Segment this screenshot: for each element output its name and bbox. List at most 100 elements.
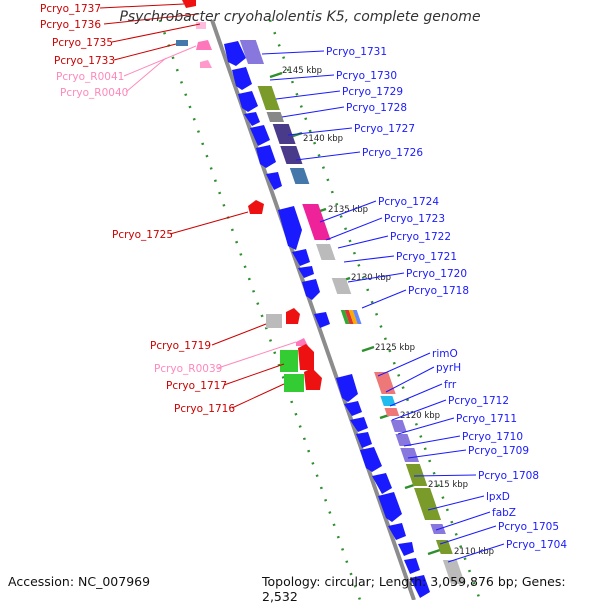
gene-label[interactable]: Pcryo_1729 xyxy=(342,86,403,98)
gene-label[interactable]: fabZ xyxy=(492,507,516,519)
gene-label[interactable]: Pcryo_1718 xyxy=(408,285,469,297)
gene-label[interactable]: lpxD xyxy=(486,491,510,503)
gene-arrow[interactable] xyxy=(302,279,320,300)
forward-strand-genes xyxy=(224,41,430,598)
gene-block-magenta[interactable] xyxy=(302,204,331,240)
gene-block-multicolor[interactable] xyxy=(352,310,362,324)
cog-blocks xyxy=(239,40,466,584)
gene-block-multicolor[interactable] xyxy=(340,310,350,324)
gene-arrow[interactable] xyxy=(244,112,260,126)
kbp-label: 2145 kbp xyxy=(282,66,322,76)
gene-block-multicolor[interactable] xyxy=(344,310,354,324)
gene-label[interactable]: Pcryo_1710 xyxy=(462,431,523,443)
gene-arrow[interactable] xyxy=(372,473,392,494)
gene-label[interactable]: Pcryo_1705 xyxy=(498,521,559,533)
gene-arrow[interactable] xyxy=(292,249,310,266)
gene-label[interactable]: Pcryo_1736 xyxy=(40,19,101,31)
gene-block-darkpurple[interactable] xyxy=(280,146,303,164)
gene-label[interactable]: Pcryo_R0041 xyxy=(56,71,124,83)
gene-block-gray[interactable] xyxy=(266,112,285,122)
gene-arrow[interactable] xyxy=(344,401,362,416)
gene-arrow-reverse[interactable] xyxy=(248,200,264,214)
gene-arrow[interactable] xyxy=(232,67,252,90)
gene-arrow[interactable] xyxy=(250,125,270,146)
gene-label[interactable]: Pcryo_1737 xyxy=(40,3,101,15)
gene-label[interactable]: Pcryo_1722 xyxy=(390,231,451,243)
gene-block-olive[interactable] xyxy=(257,86,280,110)
gene-arrow[interactable] xyxy=(404,558,420,574)
gene-label[interactable]: Pcryo_1725 xyxy=(112,229,173,241)
gene-arrow[interactable] xyxy=(238,91,258,112)
gene-label[interactable]: Pcryo_1720 xyxy=(406,268,467,280)
gene-label[interactable]: Pcryo_1709 xyxy=(468,445,529,457)
gene-block-multicolor[interactable] xyxy=(348,310,358,324)
gene-arrow-reverse[interactable] xyxy=(304,368,322,390)
gene-arrow[interactable] xyxy=(360,447,382,472)
gene-arrow[interactable] xyxy=(350,417,368,432)
gene-label[interactable]: Pcryo_R0039 xyxy=(154,363,222,375)
gene-arrow[interactable] xyxy=(298,266,314,278)
gene-arrow-reverse[interactable] xyxy=(286,308,300,324)
gene-arrow[interactable] xyxy=(356,432,372,448)
gene-label[interactable]: Pcryo_1726 xyxy=(362,147,423,159)
gene-label[interactable]: frr xyxy=(444,379,457,391)
kbp-label: 2125 kbp xyxy=(375,343,415,353)
gene-block-lightgray[interactable] xyxy=(442,560,466,584)
rna-arrow[interactable] xyxy=(200,60,212,68)
rna-arrow[interactable] xyxy=(196,40,212,50)
gene-arrow[interactable] xyxy=(388,523,406,540)
gene-arrow[interactable] xyxy=(314,312,330,328)
gene-label[interactable]: Pcryo_1724 xyxy=(378,196,439,208)
gene-block-purple[interactable] xyxy=(400,448,420,462)
rna-arrow[interactable] xyxy=(296,338,308,346)
gene-block-green[interactable] xyxy=(284,374,304,392)
gene-label[interactable]: Pcryo_R0040 xyxy=(60,87,128,99)
gene-label[interactable]: Pcryo_1708 xyxy=(478,470,539,482)
gene-label[interactable]: Pcryo_1716 xyxy=(174,403,235,415)
gene-label[interactable]: Pcryo_1733 xyxy=(54,55,115,67)
gene-block-cyan[interactable] xyxy=(380,396,396,406)
gene-label[interactable]: rimO xyxy=(432,348,458,360)
gene-arrow-reverse[interactable] xyxy=(298,344,314,370)
gene-label[interactable]: Pcryo_1717 xyxy=(166,380,227,392)
gene-label[interactable]: Pcryo_1727 xyxy=(354,123,415,135)
gene-block-olive[interactable] xyxy=(414,488,442,520)
gene-block-steelblue[interactable] xyxy=(289,168,310,184)
gene-arrow[interactable] xyxy=(336,374,358,402)
gene-arrow[interactable] xyxy=(398,542,414,556)
gene-block-lightgray[interactable] xyxy=(316,244,336,260)
gene-label[interactable]: Pcryo_1735 xyxy=(52,37,113,49)
gene-arrow[interactable] xyxy=(256,145,276,168)
gene-label[interactable]: Pcryo_1731 xyxy=(326,46,387,58)
gene-block-darkpurple[interactable] xyxy=(272,124,296,144)
gene-label[interactable]: Pcryo_1719 xyxy=(150,340,211,352)
gene-arrow-reverse[interactable] xyxy=(182,0,196,8)
gene-arrow[interactable] xyxy=(278,206,302,250)
gene-label[interactable]: Pcryo_1712 xyxy=(448,395,509,407)
gene-block-purple[interactable] xyxy=(395,434,412,446)
gene-block-purple[interactable] xyxy=(390,420,407,432)
gene-block-salmon[interactable] xyxy=(384,408,400,416)
gene-label[interactable]: Pcryo_1723 xyxy=(384,213,445,225)
gene-block-green[interactable] xyxy=(280,350,298,372)
gene-block-purple[interactable] xyxy=(239,40,265,64)
gene-block-rna[interactable] xyxy=(196,22,206,29)
gene-block-olive[interactable] xyxy=(405,464,428,486)
gene-label[interactable]: Pcryo_1730 xyxy=(336,70,397,82)
gene-label[interactable]: Pcryo_1721 xyxy=(396,251,457,263)
gene-block-steelblue[interactable] xyxy=(176,40,188,46)
gene-arrow[interactable] xyxy=(224,41,246,66)
left-guide-dotted xyxy=(158,19,362,600)
gene-label[interactable]: pyrH xyxy=(436,362,461,374)
gene-block-salmon[interactable] xyxy=(374,372,396,394)
kbp-label: 2120 kbp xyxy=(400,411,440,421)
gene-label[interactable]: Pcryo_1704 xyxy=(506,539,567,551)
gene-arrow[interactable] xyxy=(378,492,402,522)
gene-block-lightgray[interactable] xyxy=(266,314,282,328)
gene-arrow[interactable] xyxy=(410,575,430,598)
gene-arrow[interactable] xyxy=(266,172,282,190)
gene-label[interactable]: Pcryo_1711 xyxy=(456,413,517,425)
gene-label[interactable]: Pcryo_1728 xyxy=(346,102,407,114)
gene-block-lightgray[interactable] xyxy=(331,278,352,294)
